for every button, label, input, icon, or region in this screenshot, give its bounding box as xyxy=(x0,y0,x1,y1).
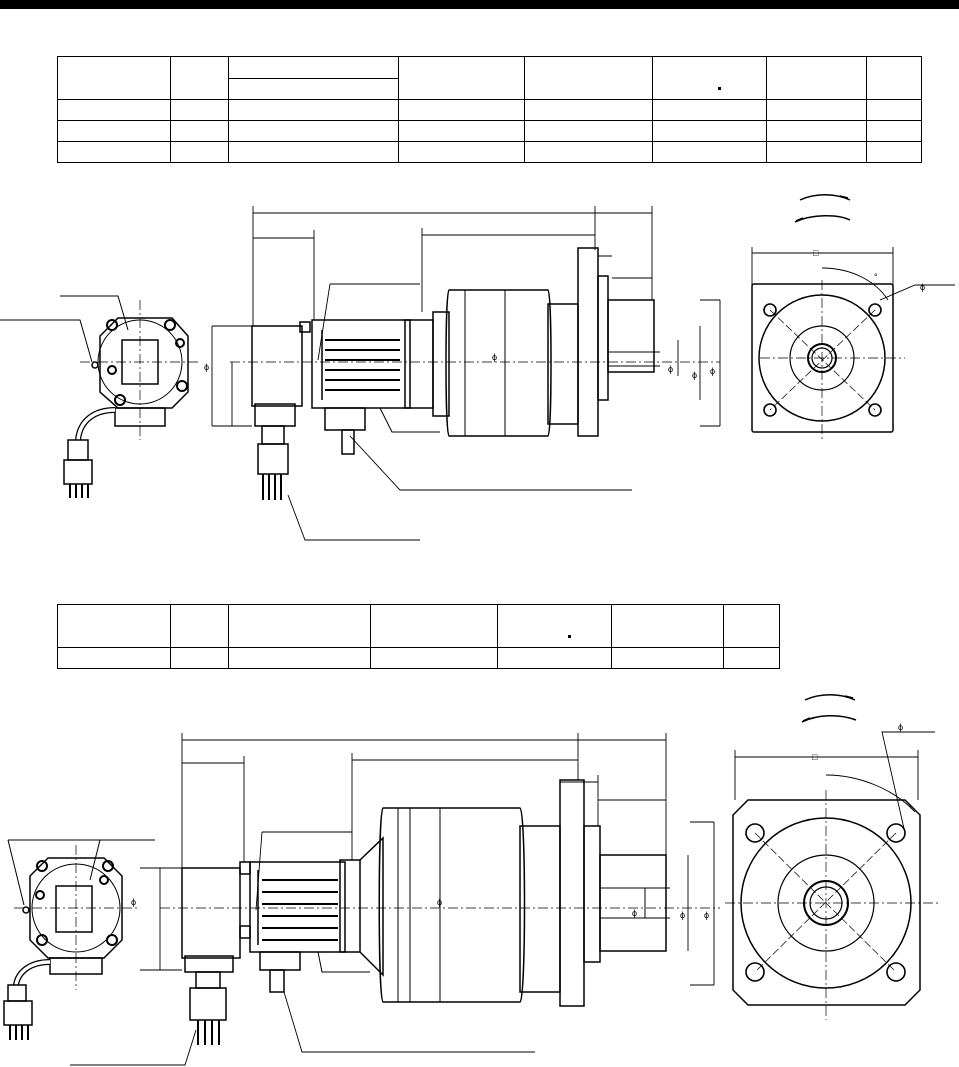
square-symbol: □ xyxy=(812,752,818,762)
drawing1-flange-view: □ ϕ ° xyxy=(751,194,955,440)
svg-text:ϕ: ϕ xyxy=(692,370,697,380)
table1-header-cell xyxy=(524,56,653,100)
ground-mark-icon xyxy=(22,906,30,914)
power-connector-icon xyxy=(67,439,89,461)
svg-text:ϕ: ϕ xyxy=(492,352,497,362)
table-row xyxy=(57,120,922,142)
svg-text:ϕ: ϕ xyxy=(920,282,925,292)
spec-table-1 xyxy=(57,56,922,163)
output-shaft xyxy=(599,854,667,952)
svg-text:°: ° xyxy=(874,272,878,282)
encoder-body xyxy=(251,325,303,407)
bolt-icon xyxy=(106,319,188,406)
spec-table-2 xyxy=(57,604,780,669)
svg-text:ϕ: ϕ xyxy=(437,897,442,907)
ground-mark-icon xyxy=(91,361,99,369)
header-rule xyxy=(0,0,959,9)
motor-body-icon xyxy=(311,319,411,409)
gear-reducer-icon xyxy=(445,289,552,437)
square-symbol: □ xyxy=(813,248,819,258)
flange-icon xyxy=(559,779,585,1007)
drawing2-rear-view xyxy=(3,839,155,1040)
svg-text:ϕ: ϕ xyxy=(680,910,685,920)
encoder-connector-icon xyxy=(257,443,289,475)
table-row xyxy=(57,647,780,669)
encoder-body xyxy=(181,867,241,959)
svg-text:ϕ: ϕ xyxy=(668,364,673,374)
motor-body-icon xyxy=(249,861,346,953)
drawing2-side-view: ϕ ϕ ϕ ϕ ϕ xyxy=(70,733,720,1066)
flange-icon xyxy=(577,247,599,437)
dimension-label-icon: ϕ ϕ ϕ ϕ ϕ xyxy=(131,897,709,920)
table2-header-cell xyxy=(723,604,780,648)
svg-text:ϕ: ϕ xyxy=(131,897,136,907)
svg-text:ϕ: ϕ xyxy=(704,910,709,920)
drawing2-flange-view: □ ϕ xyxy=(725,694,940,1020)
flange-face-icon xyxy=(732,799,921,1006)
svg-text:ϕ: ϕ xyxy=(898,722,903,732)
decimal-dot-icon xyxy=(568,635,571,638)
table2-header-cell xyxy=(497,604,612,648)
gear-reducer-icon xyxy=(378,807,526,1003)
power-connector-icon xyxy=(3,1000,33,1026)
encoder-connector-icon xyxy=(189,987,227,1021)
table2-header-cell xyxy=(170,604,229,648)
output-shaft xyxy=(607,299,655,373)
svg-text:ϕ: ϕ xyxy=(204,362,209,372)
svg-text:ϕ: ϕ xyxy=(710,366,715,376)
table-row xyxy=(57,141,922,163)
dimension-label-icon: ϕ ϕ ϕ ϕ ϕ xyxy=(204,352,715,380)
drawing1-rear-view xyxy=(0,295,200,498)
drawing1-side-view: ϕ ϕ ϕ ϕ ϕ xyxy=(204,206,721,541)
svg-text:ϕ: ϕ xyxy=(632,908,637,918)
decimal-dot-icon xyxy=(718,87,721,90)
